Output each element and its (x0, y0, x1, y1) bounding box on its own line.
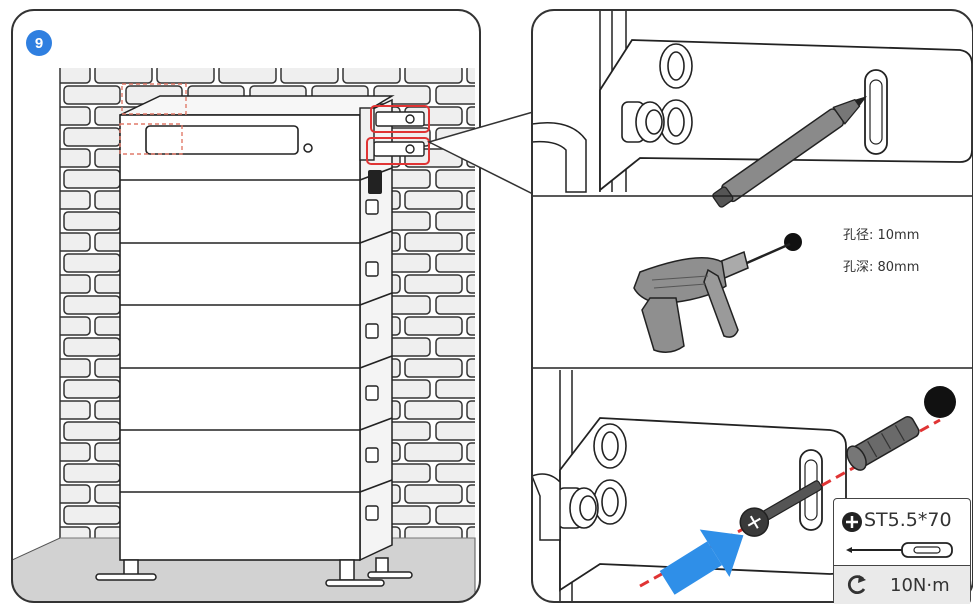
wall-anchor-icon (846, 416, 920, 471)
hole-depth-label: 孔深: 80mm (843, 260, 920, 275)
phillips-screw-icon (842, 512, 862, 532)
battery-front (119, 114, 361, 561)
section-mark (532, 10, 973, 208)
torque-spec-row: 10N·m (834, 565, 970, 604)
right-panel (532, 10, 973, 602)
direction-arrow-icon (659, 529, 744, 595)
battery-top (119, 95, 395, 116)
spec-box: ST5.5*70 10N·m (833, 498, 971, 604)
hole-diameter-label: 孔径: 10mm (843, 228, 920, 243)
torque-rotate-icon (847, 575, 866, 594)
marker-pen-icon (712, 96, 868, 208)
drill-icon (633, 242, 791, 353)
screw-spec-text: ST5.5*70 (864, 509, 952, 531)
left-panel (12, 10, 480, 602)
left-panel-frame (11, 9, 481, 603)
screw-spec-row: ST5.5*70 (834, 499, 970, 565)
torque-spec-text: 10N·m (890, 575, 950, 596)
right-panel-frame (531, 9, 973, 603)
screwdriver-icon (846, 542, 953, 558)
highlight-boxes (366, 105, 430, 165)
drill-hole (784, 233, 802, 251)
section-drill (532, 233, 973, 369)
screw-icon (739, 480, 823, 537)
step-badge: 9 (26, 30, 52, 56)
section-screw (532, 370, 956, 602)
